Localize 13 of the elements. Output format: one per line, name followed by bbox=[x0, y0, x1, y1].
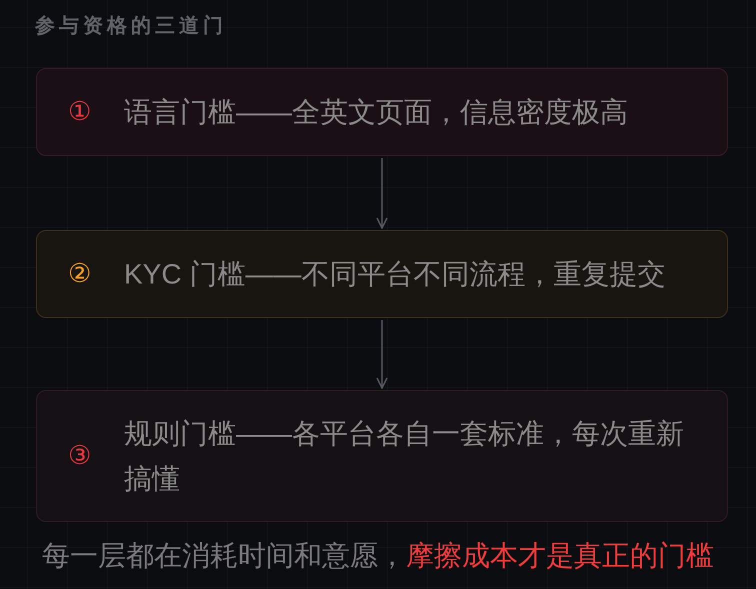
step-box bbox=[36, 68, 728, 156]
step-number: ① bbox=[68, 97, 91, 127]
step-box bbox=[36, 390, 728, 522]
step-number: ③ bbox=[68, 441, 91, 471]
flow-arrow bbox=[376, 158, 388, 229]
step-text: 语言门槛——全英文页面，信息密度极高 bbox=[124, 96, 629, 130]
step-number: ② bbox=[68, 259, 91, 289]
caption-text: 每一层都在消耗时间和意愿，摩擦成本才是真正的门槛 bbox=[42, 539, 714, 573]
step-box bbox=[36, 230, 728, 318]
step-text: 规则门槛——各平台各自一套标准，每次重新搞懂 bbox=[124, 417, 685, 496]
flow-arrow bbox=[376, 320, 388, 389]
step-text: KYC 门槛——不同平台不同流程，重复提交 bbox=[124, 258, 666, 292]
diagram-title: 参与资格的三道门 bbox=[35, 14, 227, 39]
